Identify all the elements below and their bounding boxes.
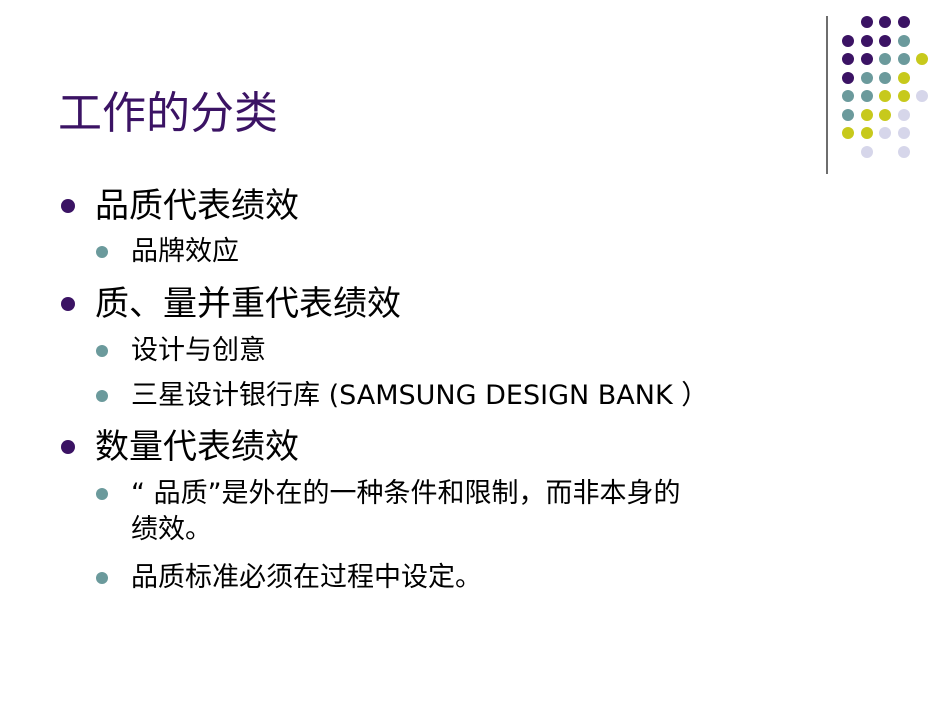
decorative-dot: [842, 71, 854, 84]
bullet-item-level1: 数量代表绩效: [0, 425, 950, 469]
decorative-dot: [842, 34, 854, 47]
bullet-marker-level1: [61, 199, 75, 213]
bullet-marker-level1: [61, 297, 75, 311]
bullet-text: 品质代表绩效: [95, 186, 299, 226]
decorative-dot: [897, 108, 910, 121]
decorative-dot: [897, 145, 910, 158]
bullet-marker-level2: [96, 246, 108, 258]
decorative-dot: [860, 16, 873, 28]
decorative-dot: [897, 16, 910, 28]
decorative-dot: [879, 16, 891, 28]
decorative-dot: [879, 53, 891, 65]
decorative-dot: [897, 90, 910, 102]
bullet-item-level2: “ 品质”是外在的一种条件和限制，而非本身的 绩效。: [0, 476, 950, 548]
decorative-dot: [842, 108, 854, 121]
bullet-text: 三星设计银行库 (SAMSUNG DESIGN BANK ）: [131, 380, 709, 411]
decorative-dot: [879, 71, 891, 84]
slide-title: 工作的分类: [58, 88, 278, 139]
decorative-dot: [860, 53, 873, 65]
decorative-dot: [860, 108, 873, 121]
decorative-dot: [879, 127, 891, 139]
decorative-dot: [842, 53, 854, 65]
decorative-dot: [916, 53, 928, 65]
bullet-item-level2: 品牌效应: [0, 234, 950, 270]
bullet-item-level2: 三星设计银行库 (SAMSUNG DESIGN BANK ）: [0, 378, 950, 414]
decorative-dot: [860, 34, 873, 47]
decorative-dot: [879, 34, 891, 47]
bullet-text-continuation: 绩效。: [131, 514, 212, 545]
bullet-text: “ 品质”是外在的一种条件和限制，而非本身的: [131, 478, 681, 509]
bullet-marker-level2: [96, 390, 108, 402]
decorative-dot: [897, 71, 910, 84]
decorative-dot: [860, 90, 873, 102]
bullet-marker-level2: [96, 345, 108, 357]
bullet-item-level2: 品质标准必须在过程中设定。: [0, 560, 950, 596]
bullet-text: 品质标准必须在过程中设定。: [131, 562, 482, 593]
bullet-item-level2: 设计与创意: [0, 333, 950, 369]
bullet-text: 设计与创意: [131, 335, 266, 366]
decorative-dot: [860, 145, 873, 158]
bullet-text: 数量代表绩效: [95, 427, 299, 467]
bullet-item-level1: 质、量并重代表绩效: [0, 282, 950, 326]
decorative-dot: [916, 90, 928, 102]
bullet-marker-level1: [61, 440, 75, 454]
bullet-text: 品牌效应: [131, 236, 239, 267]
decorative-dot: [860, 127, 873, 139]
decorative-dot: [879, 108, 891, 121]
bullet-item-level1: 品质代表绩效: [0, 184, 950, 228]
bullet-marker-level2: [96, 488, 108, 500]
decorative-dot-grid: [836, 12, 946, 158]
decorative-dot: [842, 90, 854, 102]
bullet-marker-level2: [96, 572, 108, 584]
decorative-dot: [842, 127, 854, 139]
decorative-dot: [897, 53, 910, 65]
bullet-text: 质、量并重代表绩效: [95, 284, 401, 324]
decorative-divider: [826, 16, 828, 174]
decorative-dot: [860, 71, 873, 84]
decorative-dot: [897, 127, 910, 139]
decorative-dot: [879, 90, 891, 102]
decorative-dot: [897, 34, 910, 47]
